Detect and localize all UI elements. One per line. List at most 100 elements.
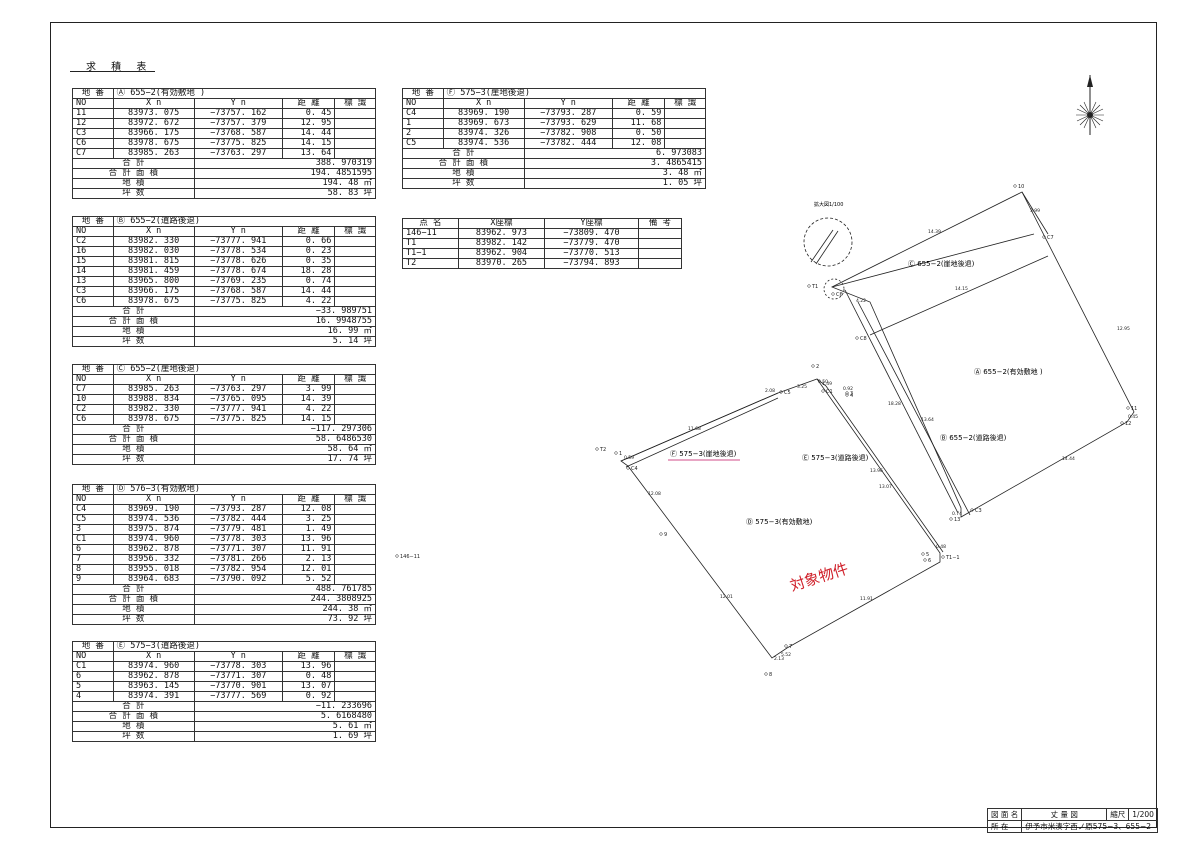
- length-label: 12.01: [720, 594, 733, 600]
- inset-scale-label: 拡大図1/100: [814, 201, 843, 208]
- point-label: C5: [784, 390, 791, 396]
- length-label: 0.92: [843, 386, 853, 392]
- point-label: 12: [1125, 421, 1131, 427]
- length-label: 4.22: [856, 298, 866, 304]
- summary-value: 1. 69 坪: [193, 731, 377, 742]
- parcel-c-line-1: [831, 233, 1035, 288]
- length-label: 12.95: [1117, 326, 1130, 332]
- length-label: 14.15: [955, 286, 968, 292]
- parcel-a-label: Ⓐ 655−2(有効敷地 ): [974, 367, 1043, 376]
- survey-point-marker: [395, 554, 399, 558]
- point-label: C7: [1047, 235, 1054, 241]
- parcel-d-outline: [620, 378, 941, 659]
- length-label: 11.68: [688, 426, 701, 432]
- survey-point-marker: [595, 447, 599, 451]
- point-label: 6: [928, 558, 931, 564]
- summary-value: 58. 83 坪: [193, 188, 377, 199]
- survey-point-marker: [784, 644, 788, 648]
- point-label: C1: [826, 389, 833, 395]
- survey-point-marker: [1013, 184, 1017, 188]
- length-label: 3.99: [1030, 208, 1040, 214]
- survey-point-marker: [764, 672, 768, 676]
- survey-point-marker: [845, 391, 849, 395]
- summary-value: 5. 14 坪: [193, 336, 377, 347]
- survey-point-marker: [821, 389, 825, 393]
- point-label: 5: [926, 552, 929, 558]
- length-label: 0.50: [818, 379, 828, 385]
- length-label: 0.59: [624, 455, 634, 461]
- parcel-c-line-2: [869, 255, 1049, 336]
- summary-value: 1. 05 坪: [523, 178, 707, 189]
- length-label: 11.91: [860, 596, 873, 602]
- length-label: 14.39: [928, 229, 941, 235]
- parcel-e-line: [825, 385, 944, 553]
- parcel-d-label: Ⓓ 575−3(有効敷地): [746, 517, 813, 526]
- point-label: 8: [769, 672, 772, 678]
- parcel-b-line-1: [844, 289, 959, 514]
- table-cell: [637, 258, 683, 269]
- survey-point-marker: [659, 532, 663, 536]
- length-labels: 14.393.9914.154.2212.950.4514.4418.280.7…: [624, 208, 1138, 662]
- north-arrow-icon: [1076, 75, 1104, 135]
- point-label: 13: [954, 517, 960, 523]
- parcel-c-label: Ⓒ 655−2(崖地後退): [908, 259, 975, 268]
- survey-point-marker: [1126, 406, 1130, 410]
- survey-point-marker: [811, 364, 815, 368]
- title-underline: [70, 71, 155, 72]
- survey-point-marker: [807, 284, 811, 288]
- title-block: 図 面 名 丈 量 図 縮尺 1/200 所 在 伊予市米湊字西ノ原575−3、…: [986, 808, 1158, 833]
- point-label: 10: [1018, 184, 1024, 190]
- point-label: 2: [816, 364, 819, 370]
- survey-point-marker: [921, 552, 925, 556]
- survey-point-marker: [970, 508, 974, 512]
- parcel-b-label: Ⓑ 655−2(道路後退): [940, 433, 1007, 442]
- length-label: 5.52: [781, 652, 791, 658]
- length-label: 0.48: [936, 544, 946, 550]
- parcel-f-label: Ⓕ 575−3(崖地後退): [670, 449, 737, 458]
- survey-point-marker: [923, 558, 927, 562]
- survey-point-marker: [949, 517, 953, 521]
- location-value: 伊予市米湊字西ノ原575−3、655−2: [1021, 820, 1158, 833]
- point-label: 7: [789, 644, 792, 650]
- length-label: 13.07: [879, 484, 892, 490]
- length-label: 14.44: [1062, 456, 1075, 462]
- page-title: 求 積 表: [86, 62, 153, 73]
- scale-label: 縮尺: [1106, 808, 1130, 821]
- scale-value: 1/200: [1128, 808, 1158, 821]
- location-label: 所 在: [986, 820, 1023, 833]
- parcel-e-label: Ⓔ 575−3(道路後退): [802, 453, 869, 462]
- length-label: 12.08: [648, 491, 661, 497]
- summary-value: 17. 74 坪: [193, 454, 377, 465]
- point-label: C6: [836, 292, 843, 298]
- length-label: 1.49: [822, 381, 832, 387]
- drawing-frame: [50, 22, 1157, 828]
- summary-value: 73. 92 坪: [193, 614, 377, 625]
- table-cell: 83970. 265: [457, 258, 546, 269]
- length-label: 13.64: [921, 417, 934, 423]
- point-label: T2: [599, 447, 606, 453]
- length-label: 2.08: [765, 388, 775, 394]
- survey-point-marker: [1042, 235, 1046, 239]
- point-label: C4: [631, 466, 638, 472]
- parcel-b-line-2: [857, 301, 971, 516]
- survey-point-marker: [779, 390, 783, 394]
- drawing-name-value: 丈 量 図: [1021, 808, 1108, 821]
- survey-point-marker: [614, 451, 618, 455]
- point-label: 3: [850, 391, 853, 397]
